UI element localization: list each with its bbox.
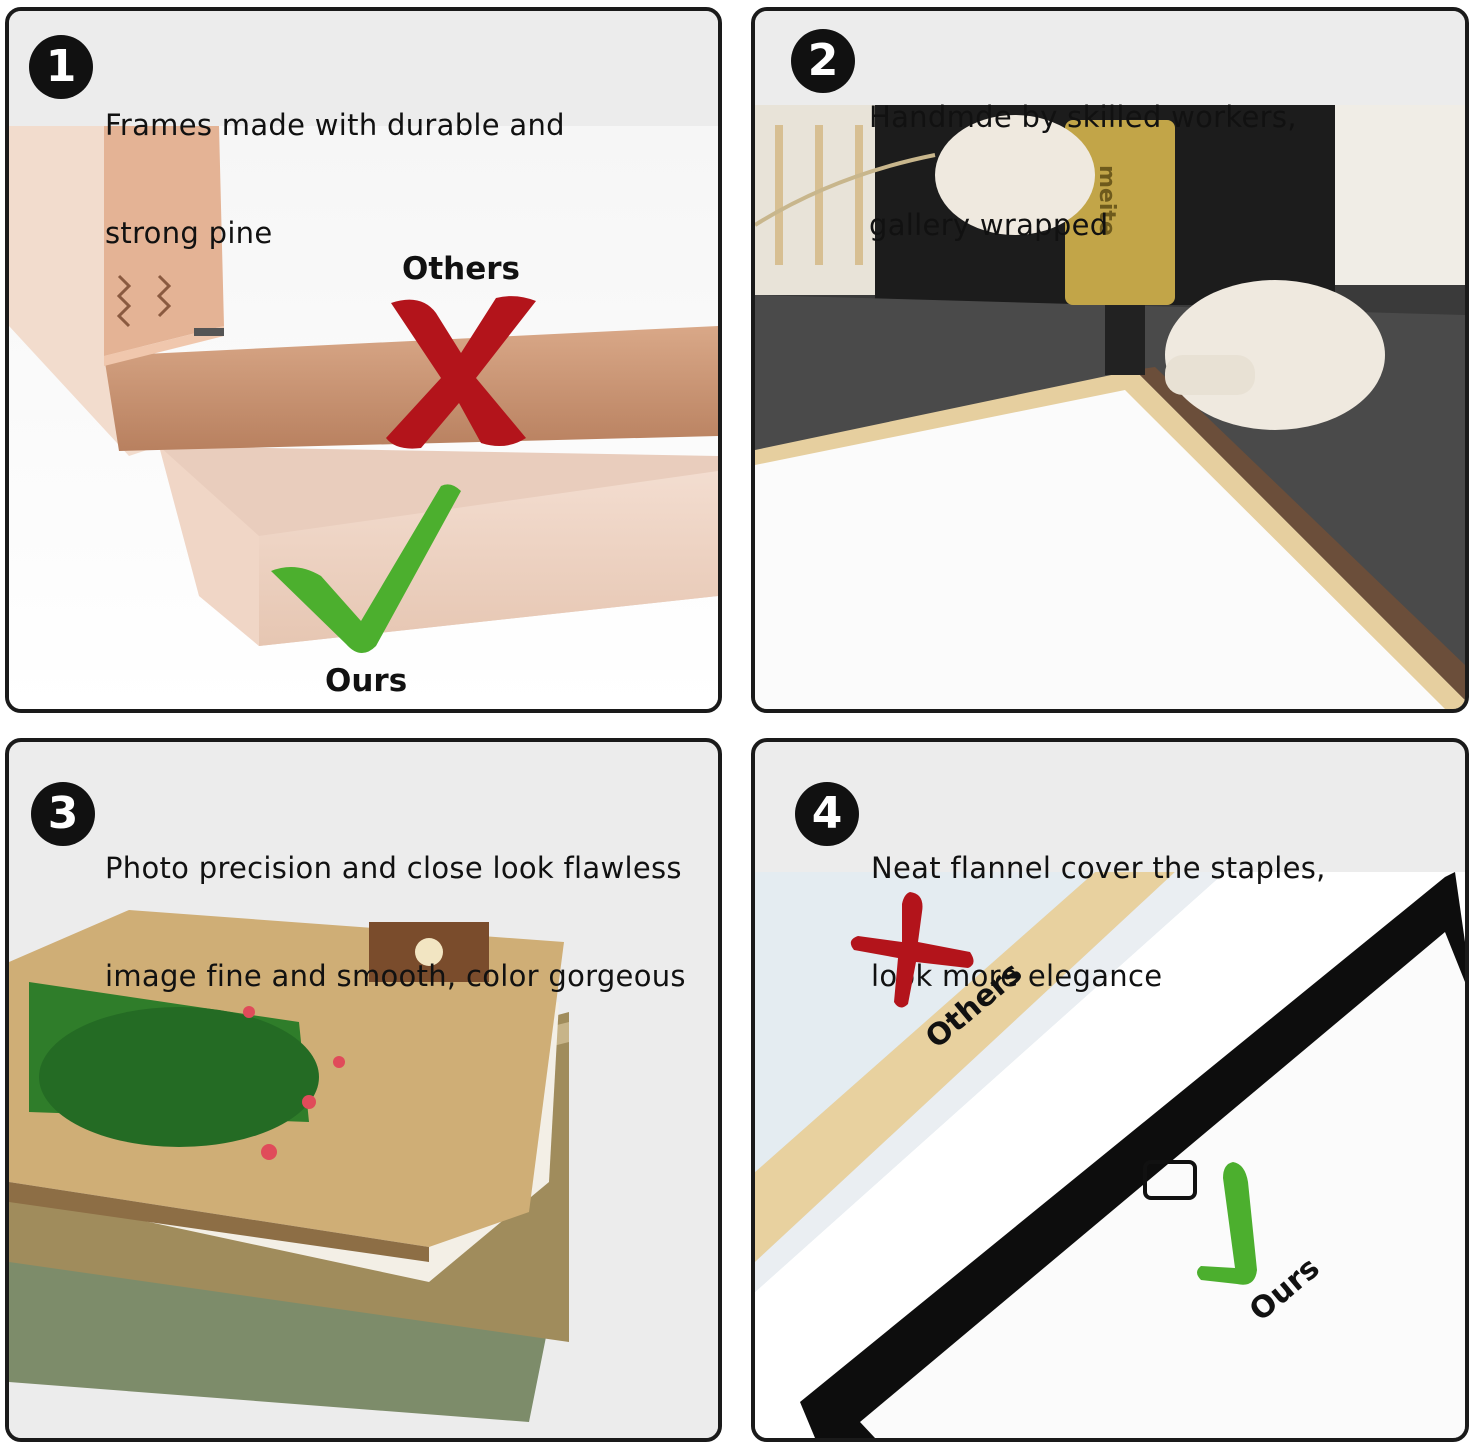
panel-2: 2 Handmde by skilled workers, gallery wr… [751, 7, 1469, 713]
panel-4-caption: Neat flannel cover the staples, look mor… [871, 778, 1326, 1066]
panel-3-caption: Photo precision and close look flawless … [105, 778, 686, 1066]
check-mark-icon [266, 476, 466, 656]
panel-2-caption: Handmde by skilled workers, gallery wrap… [869, 27, 1297, 315]
panel-2-header: 2 Handmde by skilled workers, gallery wr… [755, 11, 1465, 242]
check-mark-icon [1193, 1162, 1283, 1292]
number-badge: 4 [795, 782, 859, 846]
caption-line: Neat flannel cover the staples, [871, 851, 1326, 885]
caption-line: strong pine [105, 216, 273, 250]
stapling-illustration: meite [755, 105, 1465, 709]
staples-comparison-illustration [755, 872, 1465, 1438]
cross-mark-icon [381, 293, 541, 453]
panel-4: 4 Neat flannel cover the staples, look m… [751, 738, 1469, 1442]
canvas-stack-illustration [9, 862, 718, 1438]
pine-frame-photo [9, 126, 718, 709]
caption-line: image fine and smooth, color gorgeous [105, 959, 686, 993]
canvas-stack-photo [9, 862, 718, 1438]
panel-1-header: 1 Frames made with durable and strong pi… [9, 11, 718, 250]
stapling-photo: meite [755, 105, 1465, 709]
caption-line: Photo precision and close look flawless [105, 851, 682, 885]
number-badge: 3 [31, 782, 95, 846]
caption-line: Handmde by skilled workers, [869, 100, 1297, 134]
caption-line: gallery wrapped [869, 208, 1109, 242]
ours-label: Ours [325, 663, 408, 699]
caption-line: Frames made with durable and [105, 108, 565, 142]
panel-1-caption: Frames made with durable and strong pine [105, 35, 565, 323]
panel-3-header: 3 Photo precision and close look flawles… [9, 742, 718, 993]
number-badge: 2 [791, 29, 855, 93]
stapler-brand: meite [1094, 165, 1119, 236]
number-badge: 1 [29, 35, 93, 99]
pine-frame-illustration [9, 126, 718, 709]
staples-comparison-photo [755, 872, 1465, 1438]
panel-1: 1 Frames made with durable and strong pi… [5, 7, 722, 713]
panel-3: 3 Photo precision and close look flawles… [5, 738, 722, 1442]
others-label: Others [402, 251, 521, 287]
cross-mark-icon [850, 892, 980, 1012]
panel-4-header: 4 Neat flannel cover the staples, look m… [755, 742, 1465, 993]
